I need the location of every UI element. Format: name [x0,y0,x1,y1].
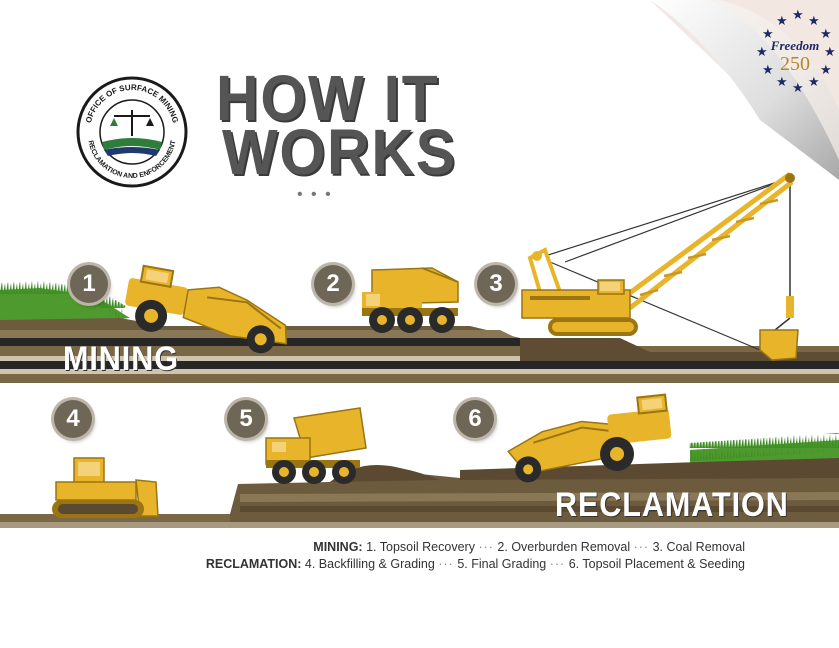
svg-text:★: ★ [756,45,768,60]
svg-text:★: ★ [808,75,820,90]
reclamation-phase-label: RECLAMATION [555,486,789,524]
svg-text:★: ★ [792,8,804,23]
svg-text:★: ★ [824,45,836,60]
svg-text:★: ★ [762,27,774,42]
svg-text:★: ★ [820,63,832,78]
haul-truck-machine-2 [362,267,459,333]
svg-text:★: ★ [776,75,788,90]
svg-text:★: ★ [808,14,820,29]
reclamation-terrain [0,433,839,528]
title-line-2: WORKS [222,116,457,188]
caption-reclamation-prefix: RECLAMATION: [205,557,302,571]
svg-text:★: ★ [762,63,774,78]
step-badge-3: 3 [477,265,515,303]
osmre-seal-logo: OFFICE OF SURFACE MINING RECLAMATION AND… [76,76,188,188]
caption-item: 5. Final Grading [457,557,547,571]
mining-phase-label: MINING [63,340,179,378]
caption-item: 6. Topsoil Placement & Seeding [568,557,745,571]
svg-text:★: ★ [776,14,788,29]
step-badge-6: 6 [456,400,494,438]
scraper-machine-6 [507,393,672,483]
dump-truck-machine-5 [265,407,367,484]
svg-text:★: ★ [792,81,804,96]
scraper-machine-1 [125,264,288,354]
mining-terrain [0,280,839,383]
dragline-machine-3 [521,171,799,361]
bulldozer-machine-4 [52,457,159,518]
svg-text:★: ★ [820,27,832,42]
caption-mining-line: MINING: 1. Topsoil Recovery ··· 2. Overb… [206,539,745,556]
freedom-word: Freedom [770,38,819,53]
step-badge-1: 1 [70,265,108,303]
caption-reclamation-line: RECLAMATION: 4. Backfilling & Grading ··… [206,556,745,573]
caption: MINING: 1. Topsoil Recovery ··· 2. Overb… [206,539,745,573]
caption-separator: ··· [478,540,494,554]
caption-item: 3. Coal Removal [652,540,745,554]
freedom-250-corner-badge: ★★★ ★★★ ★★★ ★★★ Freedom 250 [650,0,839,180]
freedom-number: 250 [780,53,810,75]
step-badge-2: 2 [314,265,352,303]
caption-separator: ··· [549,557,566,571]
caption-item: 2. Overburden Removal [497,540,631,554]
title-line-1: HOW IT [216,62,440,134]
step-badge-4: 4 [54,400,92,438]
caption-separator: ··· [633,540,650,554]
caption-item: 1. Topsoil Recovery [366,540,475,554]
step-badge-5: 5 [227,400,265,438]
caption-separator: ··· [438,557,454,571]
title-dots: • • • [297,186,333,203]
caption-mining-prefix: MINING: [313,540,363,554]
caption-item: 4. Backfilling & Grading [304,557,435,571]
